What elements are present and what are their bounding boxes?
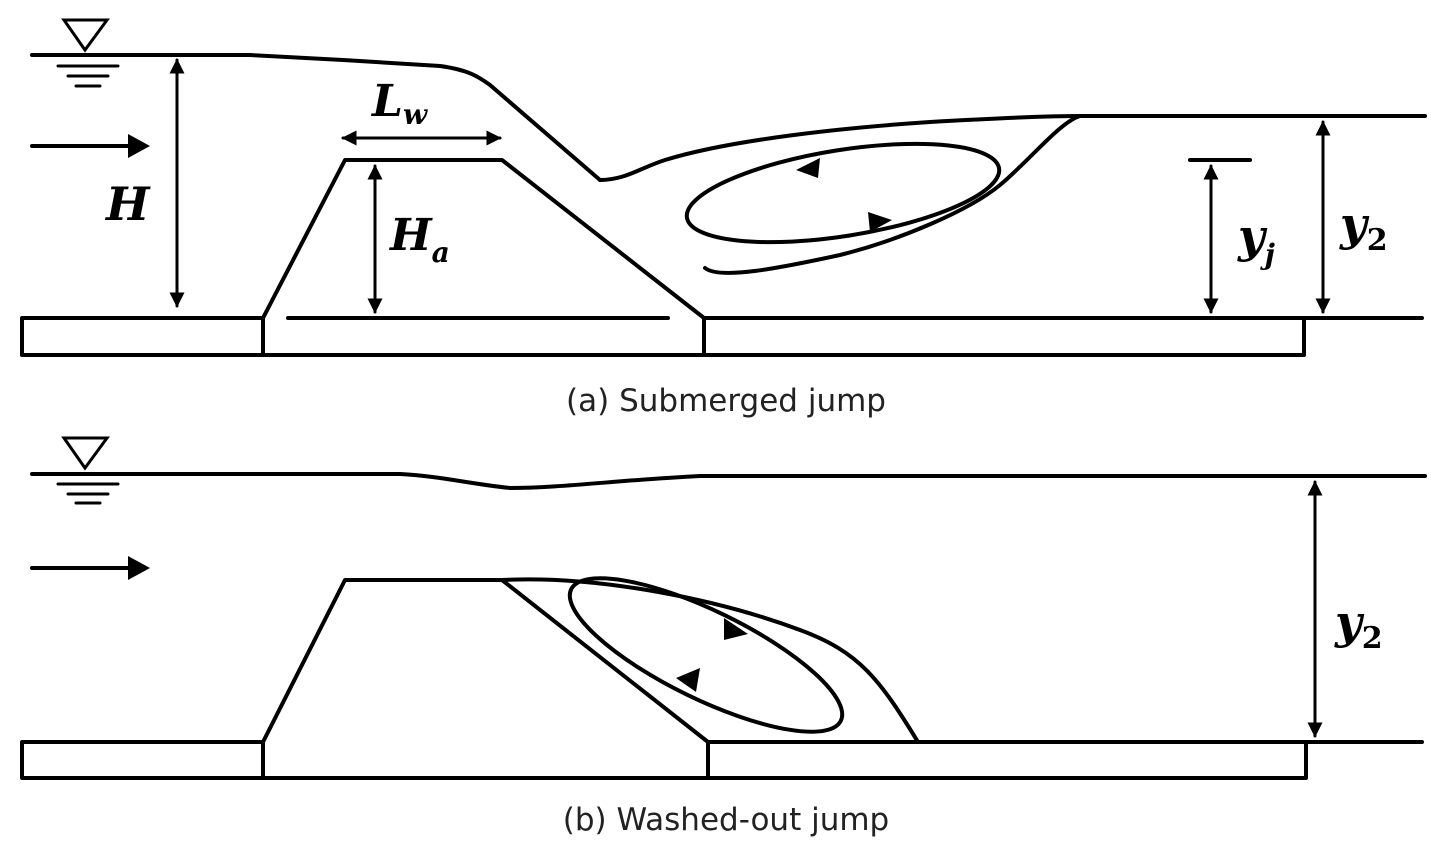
vortex-arrow-top-b <box>724 618 748 640</box>
vortex-ellipse-a <box>684 141 1002 245</box>
caption-a: (a) Submerged jump <box>566 383 886 419</box>
weir-profile-a <box>261 158 706 320</box>
weir-profile-b <box>261 578 710 744</box>
label-y2-b: y2 <box>1334 595 1383 656</box>
label-Ha: Ha <box>388 210 450 269</box>
jump-roller-envelope-b <box>500 577 920 744</box>
channel-bed-b <box>20 740 1424 780</box>
jump-roller-lower-a <box>703 114 1082 275</box>
channel-bed-a <box>20 316 1424 357</box>
jump-roller-envelope-a <box>598 114 1427 182</box>
flow-arrowhead-a <box>128 134 150 158</box>
vortex-arrow-bottom-b <box>676 668 700 692</box>
panel-a-submerged-jump: H Lw Ha yj y2 <box>20 18 1427 419</box>
label-Lw: Lw <box>370 76 428 131</box>
vortex-ellipse-b <box>567 576 845 734</box>
label-H: H <box>104 177 151 231</box>
caption-b: (b) Washed-out jump <box>563 802 889 838</box>
label-yj: yj <box>1237 209 1275 271</box>
label-y2-a: y2 <box>1339 197 1388 258</box>
water-level-symbol-b <box>56 436 120 505</box>
panel-b-washed-out-jump: y2 (b) Washed-out jump <box>20 436 1427 838</box>
vortex-arrow-top-a <box>796 158 820 178</box>
vortex-arrow-bottom-a <box>868 212 892 232</box>
water-surface-b <box>30 472 1427 490</box>
water-level-symbol-a <box>56 18 120 88</box>
upstream-water-surface-a <box>30 53 602 182</box>
flow-arrowhead-b <box>128 556 150 580</box>
